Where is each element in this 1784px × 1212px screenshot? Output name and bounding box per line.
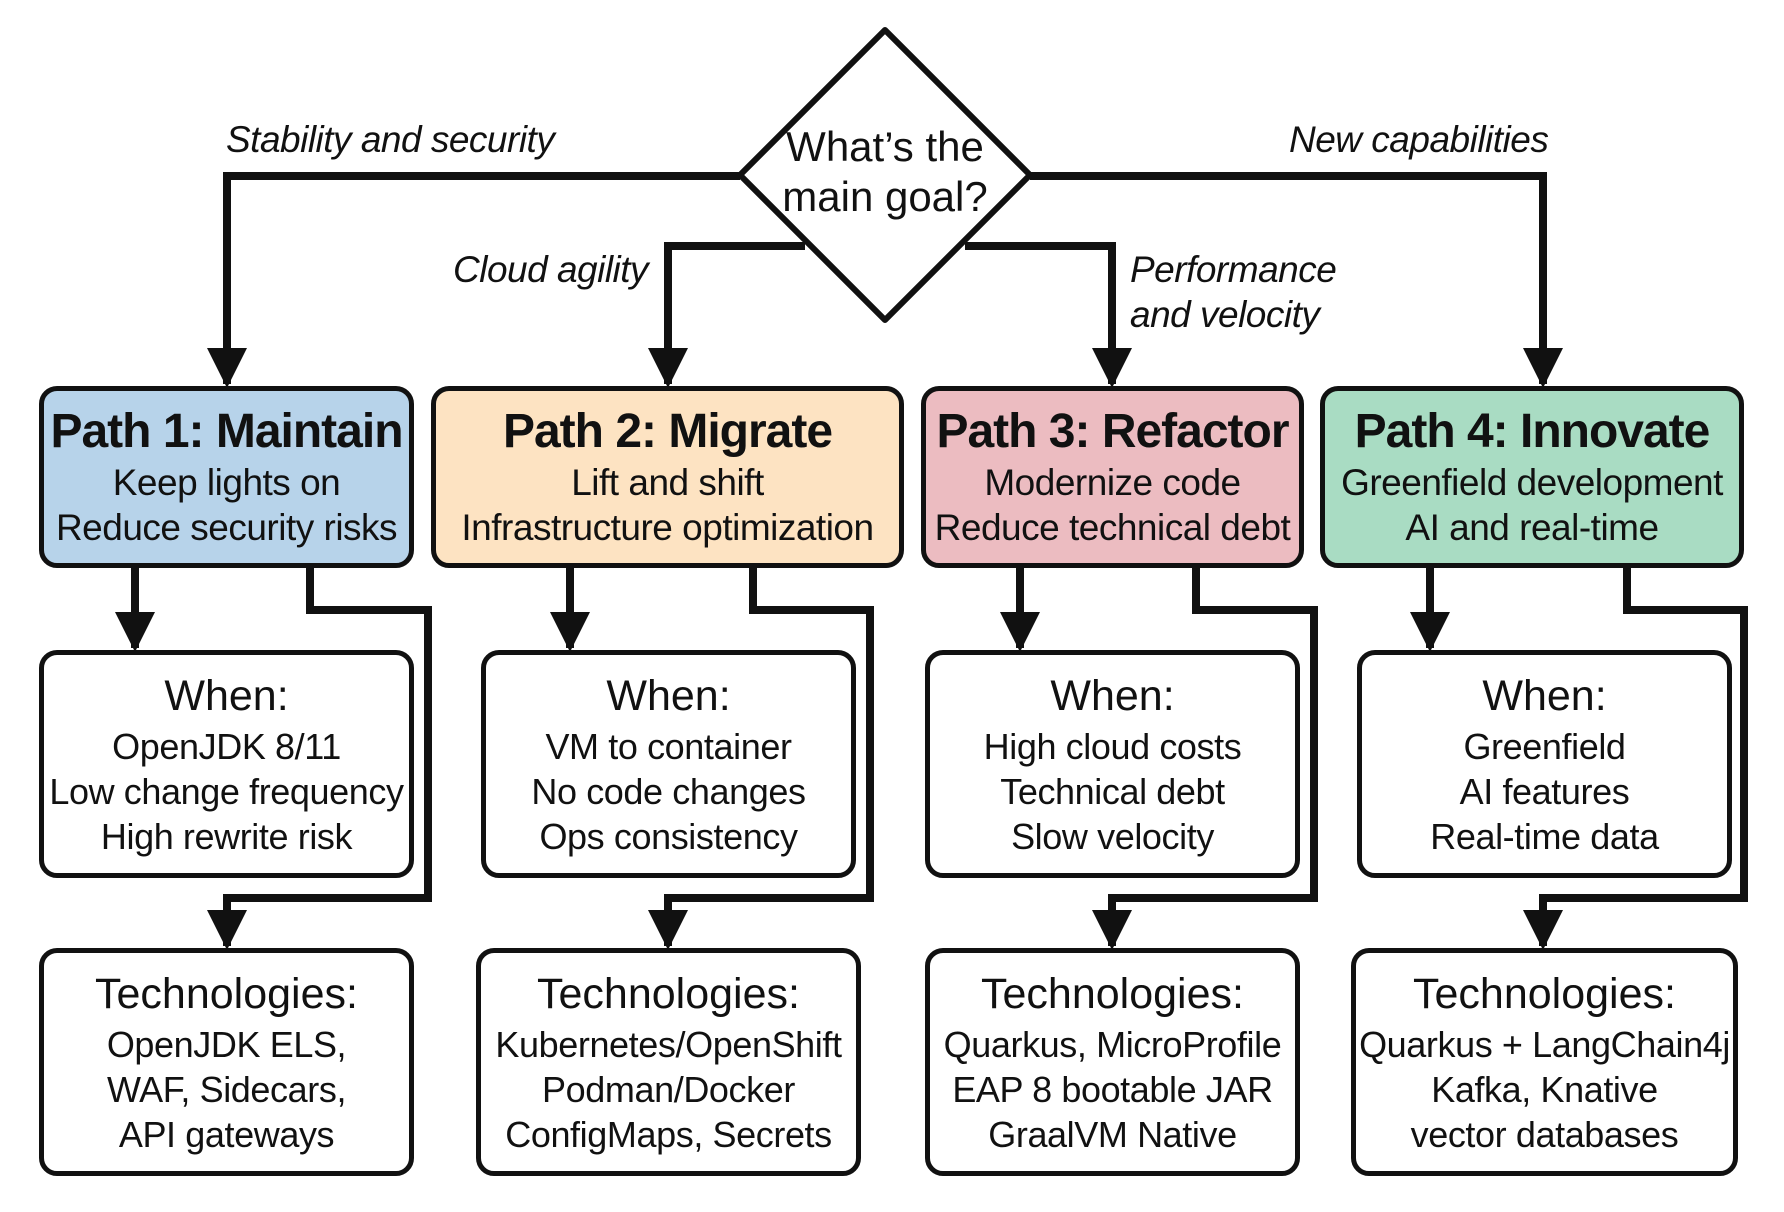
edge-label-performance-line-1: Performance xyxy=(1130,249,1337,290)
path1-box: Path 1: Maintain Keep lights on Reduce s… xyxy=(39,386,414,568)
path3-tech-item: Quarkus, MicroProfile xyxy=(943,1023,1282,1065)
path1-line-2: Reduce security risks xyxy=(55,507,398,548)
edge-path1-tech xyxy=(207,568,432,950)
path1-tech-title: Technologies: xyxy=(95,969,358,1018)
path4-tech-box: Technologies: Quarkus + LangChain4j Kafk… xyxy=(1351,948,1738,1176)
edge-label-performance-line-2: and velocity xyxy=(1130,294,1320,335)
path1-line-1: Keep lights on xyxy=(112,462,341,503)
path2-tech-item: Kubernetes/OpenShift xyxy=(495,1023,842,1065)
path4-when-item: AI features xyxy=(1459,770,1630,812)
path4-when-box: When: Greenfield AI features Real-time d… xyxy=(1357,650,1732,878)
path2-tech-item: ConfigMaps, Secrets xyxy=(505,1113,832,1155)
path2-when-title: When: xyxy=(606,671,731,720)
edge-path2-tech xyxy=(648,568,874,950)
decision-question: What’s the main goal? xyxy=(780,122,990,222)
path4-when-title: When: xyxy=(1482,671,1607,720)
path3-tech-item: EAP 8 bootable JAR xyxy=(952,1068,1273,1110)
path2-when-box: When: VM to container No code changes Op… xyxy=(481,650,856,878)
decision-line-1: What’s the xyxy=(786,123,984,170)
edge-to-path1 xyxy=(207,172,740,388)
path1-when-item: High rewrite risk xyxy=(100,815,353,857)
decision-diamond xyxy=(737,27,1033,323)
path1-when-box: When: OpenJDK 8/11 Low change frequency … xyxy=(39,650,414,878)
path3-when-item: High cloud costs xyxy=(983,725,1242,767)
path1-tech-box: Technologies: OpenJDK ELS, WAF, Sidecars… xyxy=(39,948,414,1176)
path3-when-box: When: High cloud costs Technical debt Sl… xyxy=(925,650,1300,878)
path4-box: Path 4: Innovate Greenfield development … xyxy=(1320,386,1744,568)
path4-when-item: Real-time data xyxy=(1430,815,1659,857)
path3-tech-box: Technologies: Quarkus, MicroProfile EAP … xyxy=(925,948,1300,1176)
edge-label-performance: Performance and velocity xyxy=(1130,247,1337,337)
path3-tech-title: Technologies: xyxy=(981,969,1244,1018)
path3-title: Path 3: Refactor xyxy=(936,405,1289,458)
path4-line-2: AI and real-time xyxy=(1405,507,1659,548)
path3-when-item: Slow velocity xyxy=(1011,815,1214,857)
edge-path3-tech xyxy=(1092,568,1318,950)
path1-when-item: OpenJDK 8/11 xyxy=(112,725,341,767)
edge-label-new-capabilities: New capabilities xyxy=(1289,119,1549,160)
path1-tech-item: WAF, Sidecars, xyxy=(106,1068,347,1110)
path2-tech-title: Technologies: xyxy=(537,969,800,1018)
path1-tech-item: OpenJDK ELS, xyxy=(106,1023,347,1065)
path1-tech-item: API gateways xyxy=(118,1113,335,1155)
path1-when-title: When: xyxy=(164,671,289,720)
path4-title: Path 4: Innovate xyxy=(1354,405,1711,458)
edge-to-path3 xyxy=(965,242,1132,388)
path3-line-1: Modernize code xyxy=(984,462,1241,503)
path4-when-item: Greenfield xyxy=(1463,725,1626,767)
path2-box: Path 2: Migrate Lift and shift Infrastru… xyxy=(431,386,904,568)
path2-tech-box: Technologies: Kubernetes/OpenShift Podma… xyxy=(476,948,861,1176)
path3-when-item: Technical debt xyxy=(1000,770,1225,812)
path3-line-2: Reduce technical debt xyxy=(934,507,1291,548)
path1-title: Path 1: Maintain xyxy=(50,405,403,458)
path2-when-item: VM to container xyxy=(545,725,792,767)
path4-line-1: Greenfield development xyxy=(1341,462,1723,503)
edge-path4-tech xyxy=(1523,568,1748,950)
path4-tech-title: Technologies: xyxy=(1413,969,1676,1018)
path3-tech-item: GraalVM Native xyxy=(988,1113,1237,1155)
path2-when-item: No code changes xyxy=(531,770,806,812)
edge-label-cloud: Cloud agility xyxy=(453,249,649,290)
path4-tech-item: vector databases xyxy=(1410,1113,1679,1155)
path2-tech-item: Podman/Docker xyxy=(542,1068,795,1110)
path2-when-item: Ops consistency xyxy=(539,815,798,857)
decision-line-2: main goal? xyxy=(782,173,988,220)
edge-label-stability: Stability and security xyxy=(226,119,555,160)
path3-box: Path 3: Refactor Modernize code Reduce t… xyxy=(921,386,1304,568)
path2-line-2: Infrastructure optimization xyxy=(461,507,874,548)
path2-line-1: Lift and shift xyxy=(571,462,764,503)
path3-when-title: When: xyxy=(1050,671,1175,720)
path1-when-item: Low change frequency xyxy=(49,770,404,812)
path4-tech-item: Quarkus + LangChain4j xyxy=(1359,1023,1730,1065)
path4-tech-item: Kafka, Knative xyxy=(1431,1068,1658,1110)
edge-to-path4 xyxy=(1030,172,1563,388)
edge-to-path2 xyxy=(648,242,805,388)
path2-title: Path 2: Migrate xyxy=(502,405,833,458)
